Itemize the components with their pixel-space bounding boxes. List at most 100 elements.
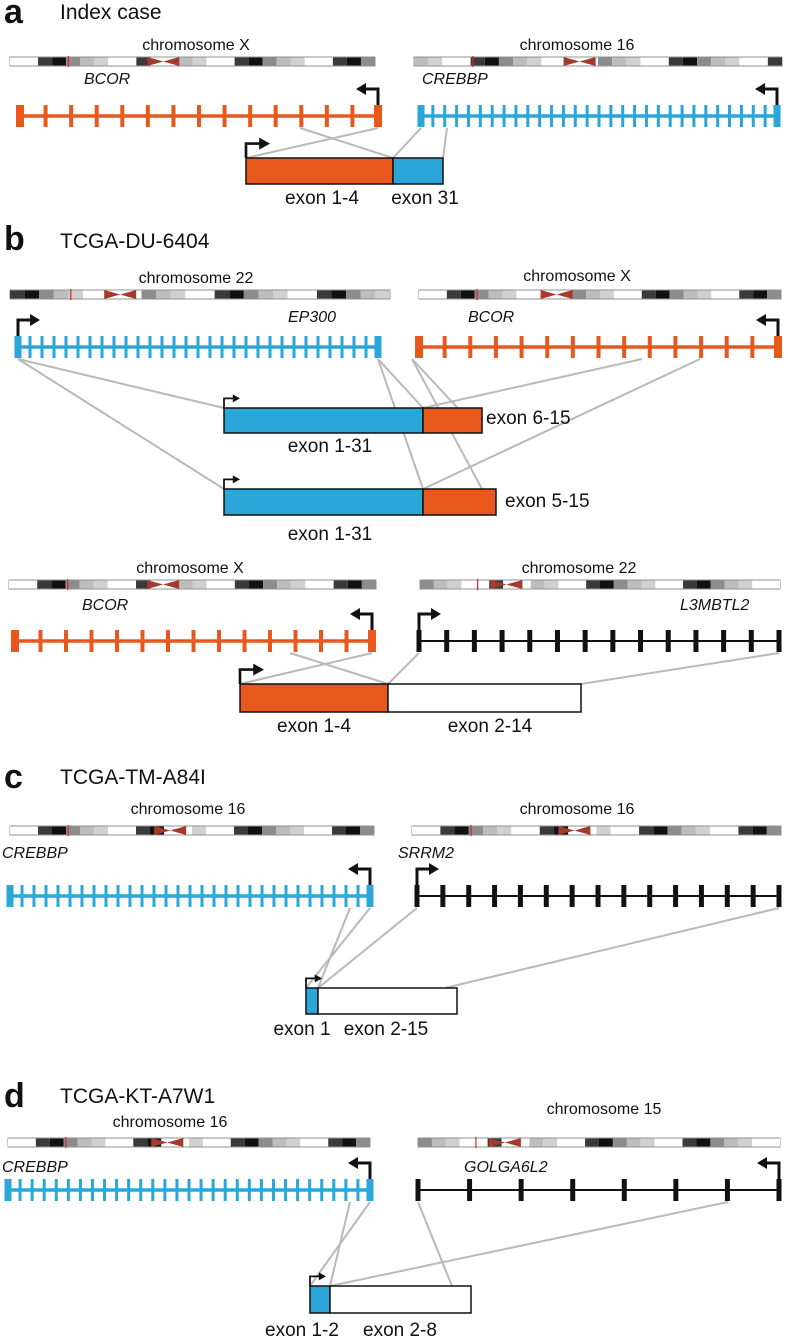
ideogram-chrX-b1 (418, 289, 782, 300)
ideogram-band (272, 1138, 287, 1147)
exon-mark (554, 630, 560, 652)
exon-mark (292, 336, 296, 358)
exon-mark (328, 336, 332, 358)
ideogram-band (626, 1138, 641, 1147)
fusion-5prime-part (305, 987, 319, 1015)
ideogram-band (39, 290, 54, 299)
ideogram-band (200, 290, 215, 299)
exon-mark (223, 1179, 227, 1201)
connector-line (17, 358, 225, 409)
exon-mark (18, 1179, 22, 1201)
ideogram-band (10, 57, 25, 66)
exon-mark (293, 630, 298, 652)
centromere-left (540, 290, 557, 299)
exon-mark (526, 105, 530, 127)
tss-arrowhead (356, 83, 366, 95)
exon-mark (211, 1179, 215, 1201)
centromere-right (120, 290, 137, 299)
chrom-label-d-right: chromosome 15 (547, 1101, 662, 1118)
exon-mark (299, 105, 304, 127)
ideogram-band (262, 57, 277, 66)
exon-mark (272, 885, 276, 907)
exon-mark (597, 105, 601, 127)
centromere-left (490, 580, 507, 589)
ideogram-band (502, 290, 517, 299)
fusion-tss-arrow (223, 478, 236, 489)
ideogram-band (543, 1138, 558, 1147)
ideogram-band (738, 1138, 753, 1147)
ideogram-band (258, 1138, 273, 1147)
tss-arrow (415, 867, 433, 885)
exon-mark (212, 885, 216, 907)
ideogram-band (530, 290, 545, 299)
connector-line (442, 127, 448, 159)
exon-mark (163, 1179, 167, 1201)
ideogram-band (346, 57, 361, 66)
ideogram-band (10, 290, 25, 299)
ideogram-band (248, 580, 264, 589)
ideogram-band (468, 826, 483, 835)
ideogram-band (156, 290, 171, 299)
connector-line (580, 652, 780, 685)
tss-arrowhead (429, 863, 439, 875)
fusion-tss-arrow (238, 668, 257, 684)
exon-mark (332, 885, 336, 907)
exon-mark (232, 336, 236, 358)
ideogram-band (331, 290, 347, 299)
exon-mark (115, 1179, 119, 1201)
ideogram-band (498, 57, 514, 66)
ideogram-band (216, 1138, 231, 1147)
exon-mark (248, 885, 252, 907)
connector-line (417, 1201, 453, 1287)
ideogram-band (229, 290, 244, 299)
ideogram-band (65, 580, 80, 589)
ideogram-band (77, 1138, 92, 1147)
ideogram-band (206, 57, 221, 66)
exon-mark (259, 1179, 263, 1201)
connector-line (387, 652, 420, 685)
exon-label-c-first: exon 1 (273, 1019, 330, 1040)
ideogram-band (511, 826, 526, 835)
exon-mark (751, 105, 755, 127)
exon-mark (478, 105, 482, 127)
exon-mark (256, 336, 260, 358)
exon-mark (271, 1179, 275, 1201)
ideogram-band (93, 580, 108, 589)
ideogram-band (484, 57, 499, 66)
ideogram-band (539, 826, 554, 835)
ideogram-band (428, 57, 443, 66)
ideogram-band (304, 826, 318, 835)
ideogram-band (612, 1138, 627, 1147)
ideogram-band (49, 1138, 64, 1147)
centromere-right (556, 290, 573, 299)
exon-mark (527, 630, 533, 652)
ideogram-band (361, 580, 376, 589)
exon-mark (493, 336, 498, 358)
ideogram-band (696, 1138, 711, 1147)
ideogram-band (682, 57, 698, 66)
connector-line (299, 127, 394, 159)
tss-arrowhead (30, 314, 40, 326)
fusion-tss-arrowhead (253, 663, 264, 676)
exon-label-b1-first: exon 1-31 (288, 436, 373, 457)
ideogram-band (431, 1138, 446, 1147)
connector-line (377, 358, 424, 409)
ideogram-band (752, 826, 767, 835)
ideogram-band (133, 1138, 148, 1147)
centromere-left (147, 580, 164, 589)
centromere-left (154, 826, 171, 835)
ideogram-band (37, 580, 52, 589)
panel-letter-a: a (4, 0, 24, 31)
exon-mark (268, 630, 272, 652)
ideogram-band (752, 580, 767, 589)
exon-mark (352, 336, 356, 358)
tss-arrow (354, 1161, 372, 1179)
exon-mark (140, 630, 145, 652)
ideogram-band (234, 57, 249, 66)
exon-mark (191, 630, 196, 652)
ideogram-band (488, 290, 503, 299)
exon-mark (320, 1179, 324, 1201)
exon-mark (112, 336, 116, 358)
fusion-5prime-part (223, 488, 424, 516)
ideogram-band (585, 1138, 599, 1147)
